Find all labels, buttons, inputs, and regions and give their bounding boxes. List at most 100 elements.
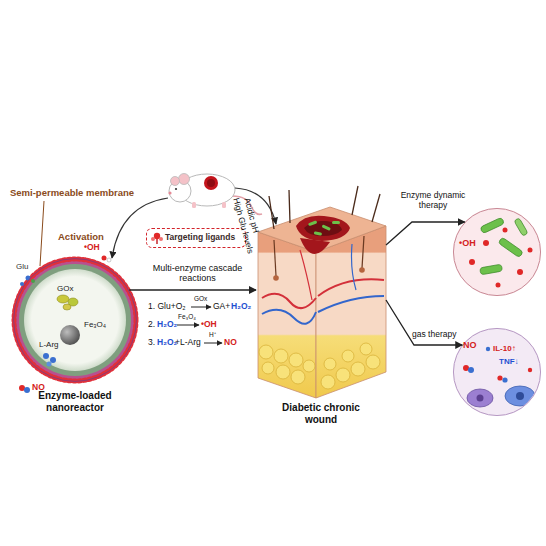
therapy-circle: •OH <box>453 208 541 296</box>
therapy-circle: NOIL-10↑TNF↓ <box>453 328 541 416</box>
mouse-part <box>222 202 226 208</box>
immune-inset-part-part <box>486 347 490 351</box>
skin-block-part <box>289 353 303 367</box>
skin-block-part <box>318 279 384 296</box>
skin-block-part <box>318 296 384 312</box>
skin-block-part <box>274 240 276 276</box>
oh-radicals <box>102 256 112 263</box>
skin-block-part <box>276 365 290 379</box>
immune-inset-part-part <box>505 386 535 406</box>
glu-molecules-part <box>20 282 24 286</box>
mouse-part <box>168 191 171 194</box>
reaction-text: NO <box>224 338 237 348</box>
mouse-part <box>207 179 215 187</box>
skin-block-part <box>269 196 274 229</box>
membrane-leader <box>40 201 44 266</box>
mouse-part <box>171 177 180 186</box>
skin-block <box>258 186 386 398</box>
antibacterial-inset-part-part <box>528 248 533 253</box>
skin-block-part <box>336 368 350 382</box>
mouse-part <box>179 174 190 185</box>
immune-inset-part-part <box>477 395 484 402</box>
antibacterial-inset-part-part <box>517 269 523 275</box>
skin-block-part <box>259 345 273 359</box>
ligand-icon-part <box>159 237 163 241</box>
reaction-arrows-part <box>204 343 222 344</box>
node-text: L-Arg <box>39 340 59 349</box>
skin-block-part <box>291 370 305 384</box>
immune-inset-part-part <box>516 392 524 400</box>
node-heading: Targeting ligands <box>165 233 235 243</box>
skin-block-part <box>262 294 316 308</box>
node-text: GOx <box>57 284 73 293</box>
immune-inset-part <box>453 328 541 416</box>
nanoreactor-sphere <box>13 258 137 382</box>
skin-block-part <box>324 358 336 370</box>
skin-block-part <box>352 186 358 215</box>
circle-outline <box>453 208 540 295</box>
reaction-text: 2. <box>148 320 155 330</box>
molecule-label: •OH <box>84 243 100 253</box>
skin-block-part <box>296 216 350 241</box>
nanoreactor-sphere-part <box>50 357 56 363</box>
nanoreactor-sphere-part <box>47 362 52 367</box>
node-heading: •OH <box>459 238 476 248</box>
nanoreactor-node: Enzyme-loaded nanoreactorGOxFe₃O₄L-Arg <box>13 258 137 382</box>
circle-outline <box>14 259 137 382</box>
circle-outline <box>453 328 540 415</box>
mouse-part <box>204 176 218 190</box>
node-heading: NO <box>463 340 477 350</box>
skin-block-part <box>372 194 380 222</box>
membrane-leader-part <box>40 201 44 266</box>
reaction-text: GA+ <box>213 302 230 312</box>
skin-block-part <box>321 375 335 389</box>
skin-block-part <box>274 349 288 363</box>
antibacterial-inset-part <box>469 217 533 287</box>
skin-block-part <box>258 232 316 398</box>
skin-block-part <box>366 355 380 369</box>
skin-block-part <box>308 220 317 226</box>
skin-block-part <box>289 190 290 223</box>
node-text: TNF↓ <box>499 357 519 366</box>
nanoreactor-sphere-part <box>60 325 80 345</box>
antibacterial-inset-part-part <box>496 283 501 288</box>
skin-block-part <box>304 221 342 236</box>
no-molecules-part <box>24 387 30 393</box>
mouse-part <box>175 188 177 190</box>
ligand-icon-part <box>151 237 155 241</box>
nanoreactor-sphere-part <box>13 258 137 382</box>
reaction-arrows-part <box>177 325 199 326</box>
antibacterial-inset-part-part <box>514 218 528 237</box>
skin-block-part <box>314 231 322 235</box>
skin-block-part <box>303 360 315 372</box>
immune-inset-part-part <box>468 367 474 373</box>
reaction-text: 3. <box>148 338 155 348</box>
antibacterial-inset-part-part <box>480 264 503 275</box>
mouse-part <box>192 202 196 208</box>
circle-outline <box>13 258 137 382</box>
antibacterial-inset-part-part <box>469 259 475 265</box>
immune-inset-part <box>463 347 535 407</box>
nanoreactor-sphere-part <box>57 295 69 303</box>
ligand-box: Targeting ligands <box>146 228 246 248</box>
catalyst-label: Fe₃O₄ <box>178 313 196 320</box>
flow-arrow <box>386 300 462 345</box>
molecule-label: NO <box>32 383 45 393</box>
flow-arrow <box>129 289 256 290</box>
nanoreactor-sphere-part <box>24 269 126 371</box>
skin-block-part <box>262 310 316 324</box>
ligand-icon <box>151 233 163 244</box>
skin-block-part <box>362 236 364 268</box>
skin-block-part <box>262 362 274 374</box>
antibacterial-inset-part <box>453 208 541 296</box>
nanoreactor-sphere-part <box>19 264 131 376</box>
glu-molecules-part <box>31 279 35 283</box>
nanoreactor-sphere-part <box>63 304 71 310</box>
skin-block-part <box>300 250 312 300</box>
skin-block-part <box>360 343 372 355</box>
nanoreactor-sphere-part <box>43 353 49 359</box>
catalyst-label: H⁺ <box>209 331 216 338</box>
immune-inset-part-part <box>502 377 507 382</box>
